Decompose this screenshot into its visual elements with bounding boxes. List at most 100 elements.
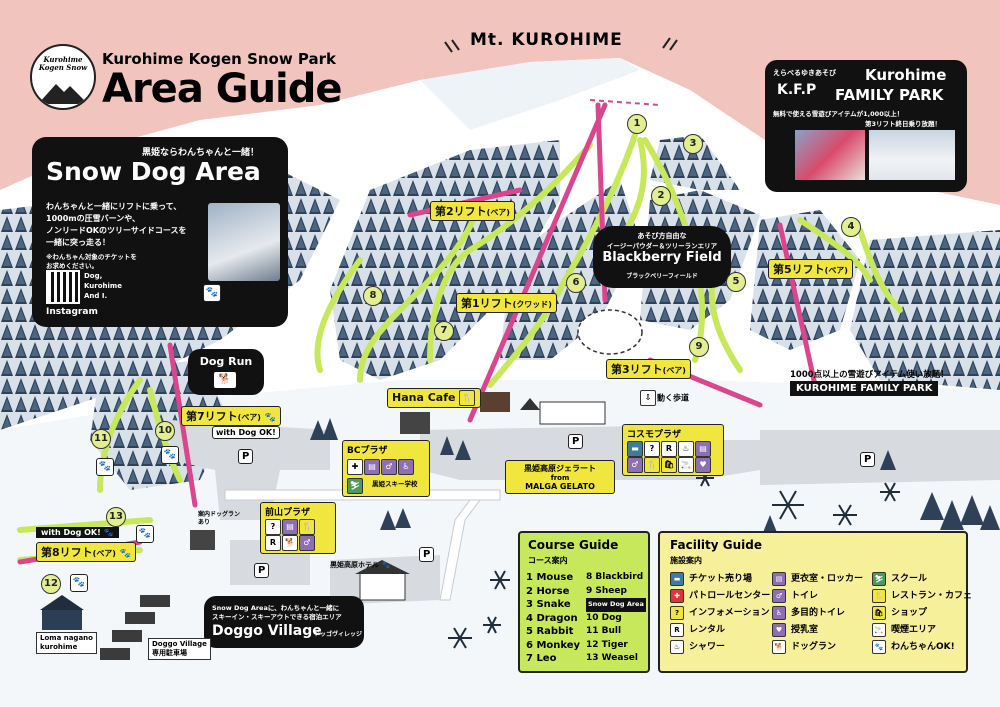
course-number-13[interactable]: 13 xyxy=(106,507,126,527)
school-icon: ⛷ xyxy=(347,477,363,494)
toilet-icon: ♂ xyxy=(772,588,786,603)
course-number-2[interactable]: 2 xyxy=(651,186,671,206)
course-number-5[interactable]: 5 xyxy=(726,272,746,292)
locker-icon: ▤ xyxy=(772,571,786,586)
lift-7-label[interactable]: 第7リフト(ペア) 🐾 xyxy=(181,406,282,426)
facility-label: スクール xyxy=(891,574,928,584)
course-number-9[interactable]: 9 xyxy=(689,337,709,357)
lift-8-label[interactable]: 第8リフト(ペア) 🐾 xyxy=(36,542,137,562)
hotel-label: 黒姫高原ホテル 🐾 xyxy=(330,560,390,570)
facility-guide-title: Facility Guide xyxy=(670,538,763,552)
qr-code-icon[interactable] xyxy=(46,270,80,304)
shop-icon: 🛍 xyxy=(872,605,886,620)
ticket-icon: ▬ xyxy=(627,440,643,457)
hotel-name: 黒姫高原ホテル xyxy=(330,561,379,569)
lift-5-label[interactable]: 第5リフト(ペア) xyxy=(768,259,853,279)
blackberry-desc1: あそび方自由な xyxy=(637,232,687,240)
locker-icon: ▤ xyxy=(695,440,711,457)
toilet-icon: ♂ xyxy=(627,457,643,473)
facility-guide-panel: Facility Guide 施設案内 ▬チケット売り場 ✚パトロールセンター … xyxy=(658,531,972,673)
facility-label: わんちゃんOK! xyxy=(891,642,955,652)
lift-2-label[interactable]: 第2リフト(ペア) xyxy=(430,201,515,221)
lift-8-dog-ok-label: with Dog OK! 🐾 xyxy=(36,527,119,538)
rental-icon: R xyxy=(265,535,281,551)
restaurant-icon: 🍴 xyxy=(644,457,660,473)
maeyama-plaza-title: 前山プラザ xyxy=(265,508,311,518)
facility-label: レストラン・カフェ xyxy=(891,591,973,601)
loma-line: Loma nagano xyxy=(40,634,93,642)
loma-label: Loma nagano kurohime xyxy=(36,632,97,654)
mountain-name: Mt. KUROHIME xyxy=(470,30,623,50)
cosmo-plaza-icons: ▬?R♨▤ ♂🍴🛍🚬♥ xyxy=(627,440,719,473)
blackberry-desc2: イージーパウダー＆ツリーランエリア xyxy=(606,242,718,250)
course-guide-subtitle: コース案内 xyxy=(528,556,568,565)
doggo-village-callout: Snow Dog Areaに、わんちゃんと一緒に スキーイン・スキーアウトできる… xyxy=(204,596,364,648)
facility-label: パトロールセンター xyxy=(689,591,771,601)
maeyama-plaza-icons: ?▤🍴 R🐕♂ xyxy=(265,518,331,551)
smoking-icon: 🚬 xyxy=(678,457,694,473)
locker-icon: ▤ xyxy=(282,518,298,535)
course-item: 5 Rabbit xyxy=(526,626,574,637)
course-number-3[interactable]: 3 xyxy=(683,134,703,154)
moving-walk-icon: ⇩ xyxy=(640,390,656,406)
snow-dog-text-line: ノンリードOKのツリーサイドコースを xyxy=(46,226,187,235)
doggo-desc1: Snow Dog Areaに、わんちゃんと一緒に xyxy=(212,604,340,612)
instagram-handle-line: And I. xyxy=(84,292,108,300)
snow-dog-area-callout: 黒姫ならわんちゃんと一緒！ Snow Dog Area わんちゃんと一緒にリフト… xyxy=(32,137,288,327)
course-guide-panel: Course Guide コース案内 1 Mouse 2 Horse 3 Sna… xyxy=(518,531,650,673)
hana-cafe-label[interactable]: Hana Cafe 🍴 xyxy=(387,388,482,408)
nursing-icon: ♥ xyxy=(772,622,786,637)
dogrun-entrance-line: 案内ドッグラン xyxy=(198,511,241,518)
gelato-panel[interactable]: 黒姫高原ジェラート from MALGA GELATO xyxy=(505,460,615,494)
info-icon: ? xyxy=(644,440,660,457)
restaurant-icon: 🍴 xyxy=(299,518,315,535)
course-list-1: 1 Mouse 2 Horse 3 Snake 4 Dragon 5 Rabbi… xyxy=(526,571,580,666)
snow-dog-text: わんちゃんと一緒にリフトに乗って、 1000mの圧雪バーンや、 ノンリードOKの… xyxy=(46,201,186,271)
course-number-12[interactable]: 12 xyxy=(41,574,61,594)
course-guide-title: Course Guide xyxy=(528,538,619,552)
blackberry-field-callout: あそび方自由な イージーパウダー＆ツリーランエリア Blackberry Fie… xyxy=(593,226,731,288)
course-number-6[interactable]: 6 xyxy=(566,273,586,293)
rental-icon: R xyxy=(670,622,684,637)
loma-line: kurohime xyxy=(40,643,78,651)
accessible-toilet-icon: ♿ xyxy=(772,605,786,620)
course-number-4[interactable]: 4 xyxy=(841,217,861,237)
parking-icon[interactable]: P xyxy=(254,563,270,578)
parking-icon[interactable]: P xyxy=(860,452,876,467)
shower-icon: ♨ xyxy=(670,639,684,654)
family-park-promo: 1000点以上の雪遊びアイテム使い放題！ xyxy=(790,370,949,380)
course-number-7[interactable]: 7 xyxy=(434,321,454,341)
with-dog-ok-label: with Dog OK! xyxy=(212,426,280,439)
course-number-8[interactable]: 8 xyxy=(363,286,383,306)
restaurant-icon: 🍴 xyxy=(872,588,886,603)
instagram-handle-line: Dog, xyxy=(84,272,103,280)
lift-3-label[interactable]: 第3リフト(ペア) xyxy=(606,359,691,379)
facility-label: チケット売り場 xyxy=(689,574,753,584)
facility-label: トイレ xyxy=(791,591,819,601)
course-number-10[interactable]: 10 xyxy=(155,421,175,441)
lift-1-label[interactable]: 第1リフト(クワッド) xyxy=(456,293,557,313)
dog-ok-icon: 🐾 xyxy=(103,528,114,537)
cosmo-plaza-panel[interactable]: コスモプラザ ▬?R♨▤ ♂🍴🛍🚬♥ xyxy=(622,424,724,476)
facility-item: 🚬喫煙エリア xyxy=(872,622,972,639)
course-item: 3 Snake xyxy=(526,599,571,610)
parking-icon[interactable]: P xyxy=(238,449,254,464)
patrol-icon: ✚ xyxy=(347,458,363,475)
toilet-icon: ♂ xyxy=(299,535,315,551)
course-number-11[interactable]: 11 xyxy=(91,429,111,449)
facility-item: 🍴 レストラン・カフェ xyxy=(872,588,972,605)
maeyama-plaza-panel[interactable]: 前山プラザ ?▤🍴 R🐕♂ xyxy=(260,502,336,554)
facility-item: ✚パトロールセンター xyxy=(670,588,770,605)
bc-plaza-title: BCプラザ xyxy=(347,446,388,456)
course-number-1[interactable]: 1 xyxy=(627,114,647,134)
parking-icon[interactable]: P xyxy=(568,434,584,449)
bc-plaza-panel[interactable]: BCプラザ ✚▤♂♿⛷ xyxy=(342,440,430,497)
gelato-line3: MALGA GELATO xyxy=(525,482,595,491)
course-item: 6 Monkey xyxy=(526,639,581,651)
dog-ok-icon: 🐾 xyxy=(264,413,277,423)
dogrun-icon: 🐕 xyxy=(282,535,298,551)
doggo-desc2: スキーイン・スキーアウトできる宿泊エリア xyxy=(212,613,342,621)
facility-item: ▬チケット売り場 xyxy=(670,571,770,588)
logo-text: Kurohime Kogen Snow xyxy=(38,55,88,72)
parking-icon[interactable]: P xyxy=(419,547,435,562)
